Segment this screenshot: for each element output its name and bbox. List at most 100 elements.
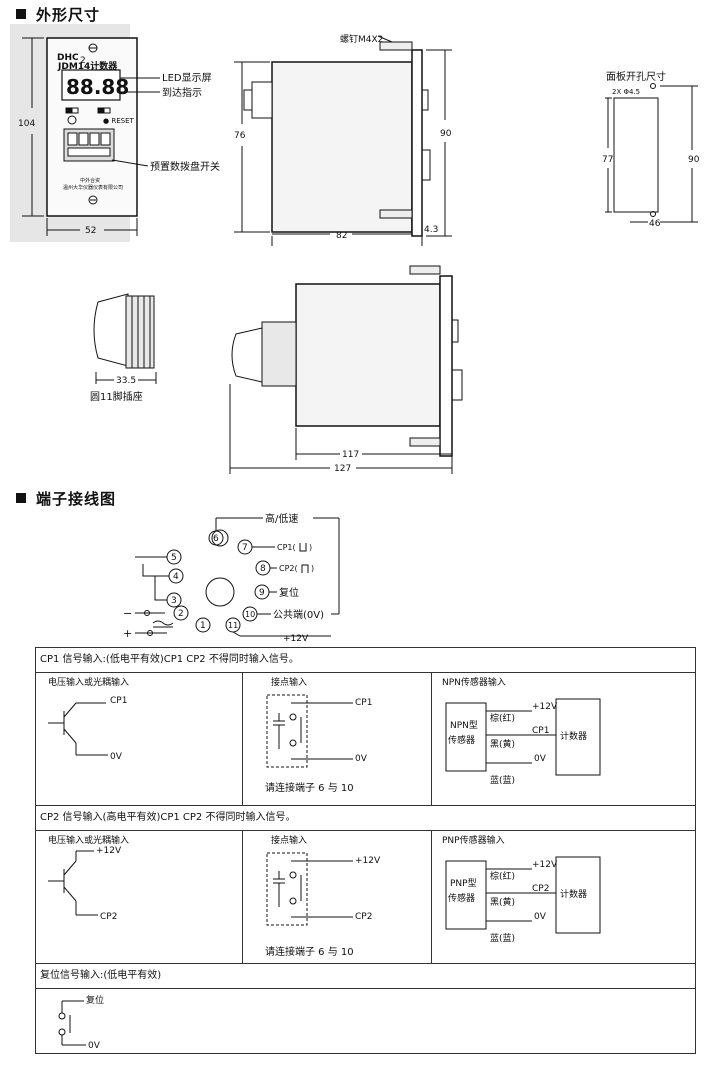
- cp1-pulse-icon: [299, 543, 307, 552]
- npn-box-1: NPN型: [450, 720, 478, 731]
- term-cp1: CP1(: [277, 543, 296, 552]
- npn-blue: 蓝(蓝): [490, 774, 515, 786]
- section-wiring-title: 端子接线图: [36, 490, 117, 508]
- wiring-table: CP1 信号输入:(低电平有效)CP1 CP2 不得同时输入信号。 电压输入或光…: [35, 647, 696, 1071]
- cp2-voltage-title: 电压输入或光耦输入: [48, 834, 129, 846]
- cp1-voltage-title: 电压输入或光耦输入: [48, 676, 129, 688]
- cp2-header: CP2 信号输入(高电平有效)CP1 CP2 不得同时输入信号。: [35, 805, 696, 831]
- cutout-title: 面板开孔尺寸: [606, 70, 666, 83]
- pnp-0v: 0V: [534, 912, 547, 922]
- dim-77: 77: [602, 155, 613, 165]
- cp2-contact-note: 请连接端子 6 与 10: [265, 945, 354, 958]
- npn-12v: +12V: [532, 702, 558, 712]
- cp2-contact-title: 接点输入: [271, 834, 307, 846]
- pnp-blue: 蓝(蓝): [490, 932, 515, 944]
- cp1-header: CP1 信号输入:(低电平有效)CP1 CP2 不得同时输入信号。: [35, 647, 696, 673]
- dim-90-side: 90: [440, 129, 452, 139]
- led-display: 88.88: [66, 75, 129, 99]
- term-12v: +12V: [283, 634, 309, 644]
- cp1-contact-0v: 0V: [355, 754, 368, 764]
- reset-label: 复位: [86, 994, 104, 1006]
- cp1-contact-diagram: 接点输入 CP1 0V 请连接端子 6 与 10: [265, 676, 372, 794]
- npn-counter: 计数器: [560, 730, 587, 742]
- pin-7: 7: [242, 543, 248, 553]
- dim-46: 46: [649, 219, 661, 229]
- cp1-contact-note: 请连接端子 6 与 10: [265, 781, 354, 794]
- front-model: JDM14计数器: [57, 60, 118, 72]
- cp2-contact-cell: 接点输入 +12V CP2 请连接端子 6 与 10: [243, 831, 431, 963]
- term-common: 公共端(0V): [273, 608, 324, 621]
- reset-diagram: 复位 0V: [58, 994, 104, 1051]
- dim-4-3: 4.3: [424, 225, 438, 235]
- pin-6: 6: [213, 534, 219, 544]
- section-dimensions-title: 外形尺寸: [36, 6, 101, 24]
- cutout-hole: 2X Φ4.5: [612, 88, 640, 96]
- npn-brown: 棕(红): [490, 712, 515, 724]
- terminal-diagram: 6 7 8 9 10 11 1 2 3 4 5 高/低速 CP1( ) CP2(…: [123, 512, 340, 644]
- maker-line2: 温州大华仪器仪表有限公司: [63, 184, 123, 191]
- cp1-contact-cp1: CP1: [355, 698, 372, 708]
- dim-90-cutout: 90: [688, 155, 700, 165]
- pin-8: 8: [260, 564, 266, 574]
- pin-10: 10: [245, 610, 255, 619]
- term-plus: +: [123, 627, 132, 640]
- cp1-voltage-0v: 0V: [110, 752, 123, 762]
- npn-0v: 0V: [534, 754, 547, 764]
- dim-width-52: 52: [85, 226, 96, 236]
- socket-dim: 33.5: [116, 376, 136, 386]
- reset-cell: 复位 0V: [36, 989, 695, 1053]
- cp2-contact-diagram: 接点输入 +12V CP2 请连接端子 6 与 10: [265, 834, 381, 958]
- term-minus: −: [123, 607, 132, 620]
- terminal-lines: [135, 517, 340, 637]
- dim-117: 117: [342, 450, 359, 460]
- section-wiring: 端子接线图: [16, 488, 116, 509]
- cp2-contact-12v: +12V: [355, 856, 381, 866]
- dim-127: 127: [334, 464, 351, 474]
- npn-cell: NPN传感器输入 NPN型 传感器 +12V CP1 0V 棕(红) 黑(黄) …: [432, 673, 695, 805]
- reset-text: ● RESET: [103, 117, 134, 125]
- pnp-black: 黑(黄): [490, 896, 515, 908]
- cp1-contact-cell: 接点输入 CP1 0V 请连接端子 6 与 10: [243, 673, 431, 805]
- term-cp2: CP2(: [279, 564, 298, 573]
- switch-label: 预置数拨盘开关: [150, 160, 220, 173]
- term-high-low: 高/低速: [265, 512, 298, 525]
- reset-header: 复位信号输入:(低电平有效): [35, 963, 696, 989]
- pnp-box-2: 传感器: [448, 892, 475, 904]
- npn-box-2: 传感器: [448, 734, 475, 746]
- dimension-drawings: DHC 2 JDM14计数器 88.88 ● RESET 中外合资 温州大华仪器…: [10, 24, 700, 474]
- assembly-view: [229, 265, 463, 474]
- cp1-contact-title: 接点输入: [271, 676, 307, 688]
- npn-diagram: NPN传感器输入 NPN型 传感器 +12V CP1 0V 棕(红) 黑(黄) …: [442, 676, 601, 786]
- cp1-close-paren: ): [309, 543, 312, 552]
- npn-cp1: CP1: [532, 726, 549, 736]
- cp1-voltage-diagram: 电压输入或光耦输入 CP1 0V: [48, 676, 129, 762]
- term-reset: 复位: [279, 586, 299, 599]
- pin-3: 3: [171, 596, 177, 606]
- pnp-brown: 棕(红): [490, 870, 515, 882]
- cp1-voltage-cell: 电压输入或光耦输入 CP1 0V: [36, 673, 242, 805]
- reset-0v: 0V: [88, 1041, 101, 1051]
- dim-76: 76: [234, 131, 246, 141]
- pnp-12v: +12V: [532, 860, 558, 870]
- reach-label: 到达指示: [162, 86, 202, 99]
- front-panel: [22, 37, 160, 236]
- cp2-voltage-diagram: 电压输入或光耦输入 +12V CP2: [48, 834, 129, 922]
- pin-2: 2: [178, 609, 184, 619]
- screw-label: 螺钉M4X2: [340, 34, 383, 45]
- cutout-view: [605, 83, 698, 223]
- section-dimensions: 外形尺寸: [16, 4, 100, 25]
- front-brand: DHC: [57, 53, 79, 63]
- pnp-cp2: CP2: [532, 884, 549, 894]
- cp2-voltage-cell: 电压输入或光耦输入 +12V CP2: [36, 831, 242, 963]
- pin-11: 11: [228, 621, 238, 630]
- socket-label: 圆11脚插座: [90, 390, 143, 403]
- socket-view: [93, 293, 157, 384]
- cp2-contact-cp2: CP2: [355, 912, 372, 922]
- pnp-counter: 计数器: [560, 888, 587, 900]
- pnp-box-1: PNP型: [450, 878, 477, 889]
- pin-5: 5: [171, 553, 177, 563]
- npn-black: 黑(黄): [490, 738, 515, 750]
- maker-line1: 中外合资: [80, 177, 100, 184]
- dim-height-104: 104: [18, 119, 35, 129]
- cp2-voltage-cp2: CP2: [100, 912, 117, 922]
